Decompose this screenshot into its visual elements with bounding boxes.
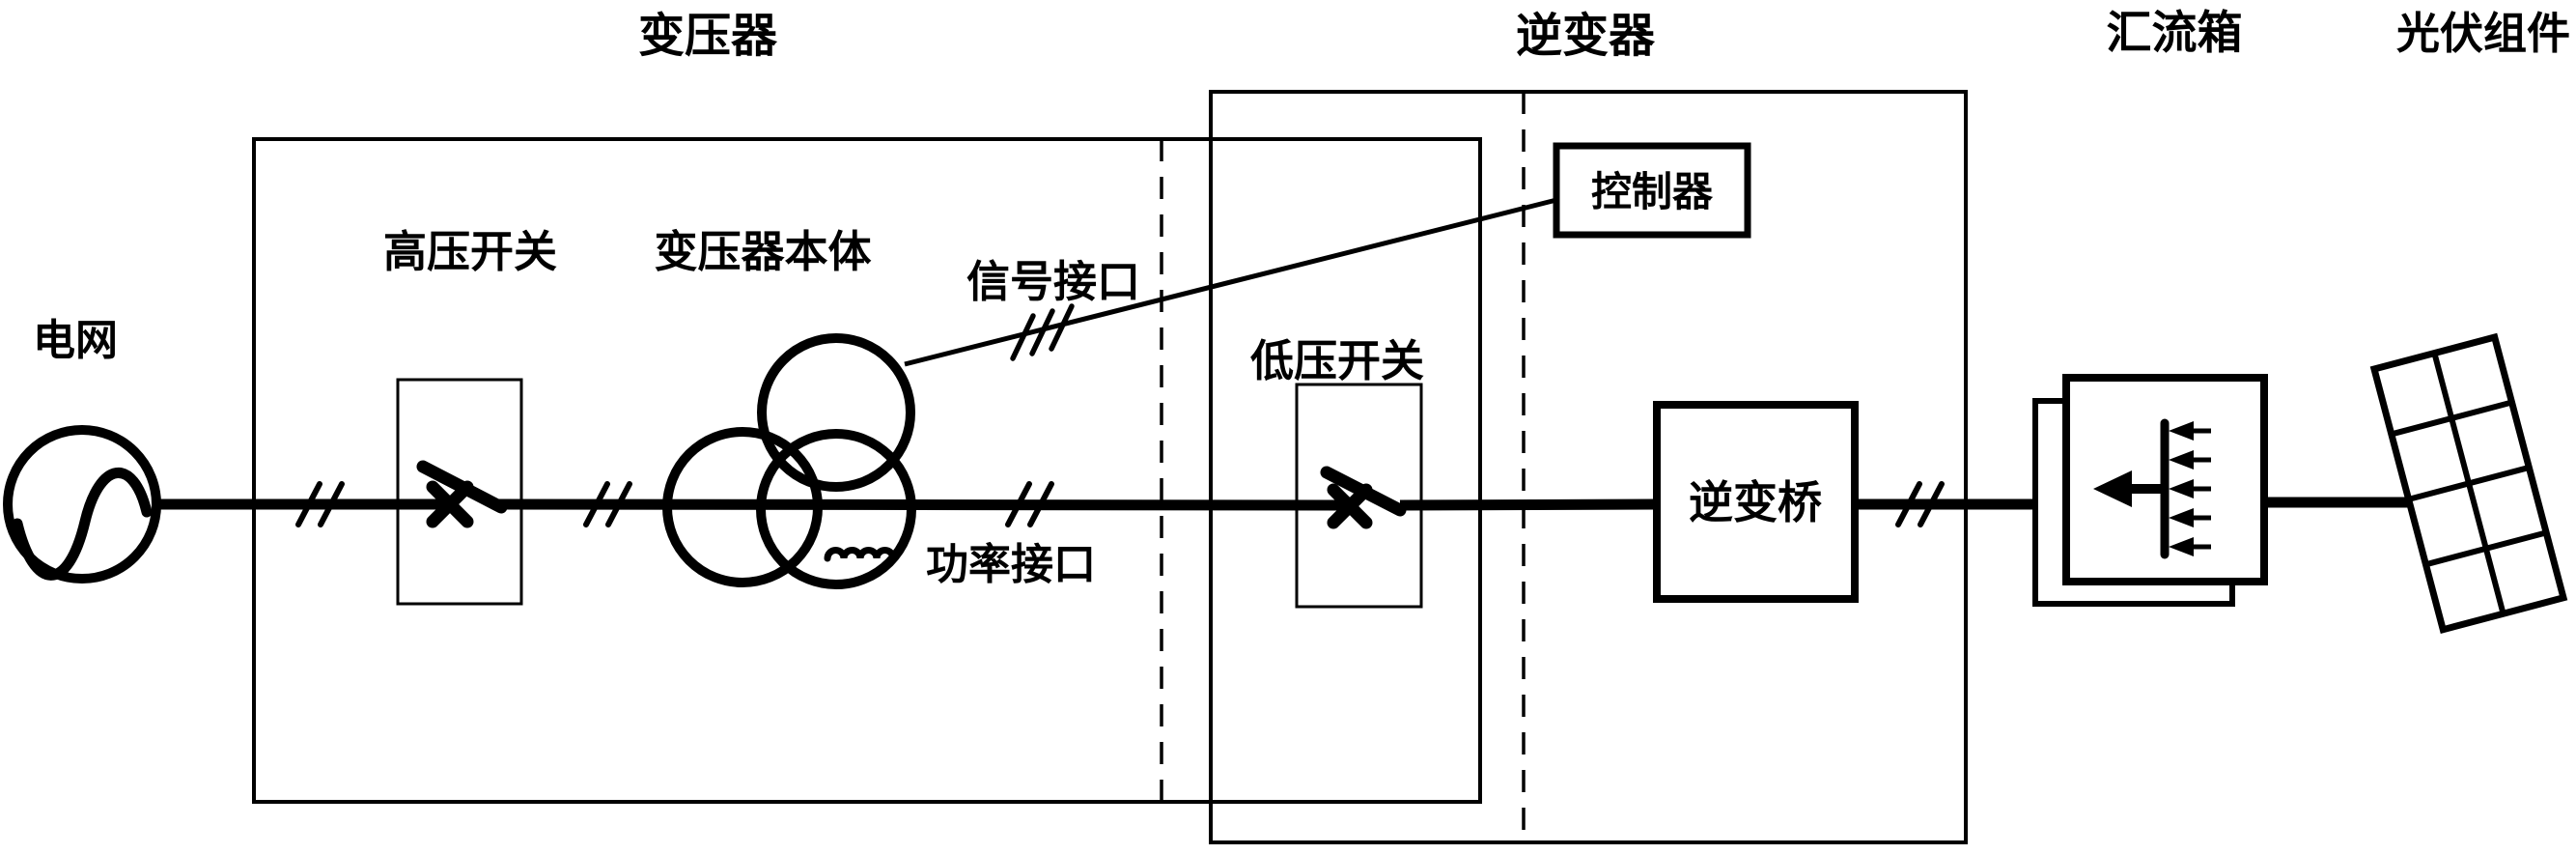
label-power-interface: 功率接口 bbox=[926, 540, 1096, 589]
signal-line-break-marks-icon bbox=[1010, 303, 1075, 361]
label-inverter-bridge: 逆变桥 bbox=[1689, 476, 1822, 528]
inverter-bridge-box bbox=[1653, 401, 1859, 603]
lv-switch-box bbox=[1295, 383, 1423, 609]
label-grid: 电网 bbox=[33, 316, 118, 365]
dc-output-arrow-icon bbox=[2093, 470, 2163, 507]
label-hv-switch: 高压开关 bbox=[383, 226, 557, 277]
lv-switch-symbol-icon bbox=[1320, 466, 1407, 529]
transformer-enclosure-box bbox=[252, 137, 1482, 804]
section-label-transformer: 变压器 bbox=[638, 9, 778, 63]
label-signal-interface: 信号接口 bbox=[966, 256, 1140, 307]
hv-switch-box bbox=[396, 378, 523, 606]
signal-line bbox=[904, 197, 1557, 367]
hv-switch-symbol-icon bbox=[416, 460, 508, 528]
string-input-arrows-icon bbox=[2169, 421, 2211, 556]
combiner-box-icon bbox=[2032, 374, 2268, 607]
label-lv-switch: 低压开关 bbox=[1250, 335, 1424, 386]
controller-box bbox=[1553, 142, 1751, 239]
section-label-combiner-box: 汇流箱 bbox=[2107, 7, 2243, 60]
section-label-inverter: 逆变器 bbox=[1516, 9, 1656, 63]
coil-icon bbox=[824, 547, 897, 562]
line-break-marks-icon bbox=[295, 481, 1945, 527]
sine-wave-icon bbox=[12, 468, 153, 581]
pv-module-icon bbox=[2369, 332, 2568, 635]
label-transformer-body: 变压器本体 bbox=[654, 226, 871, 277]
grid-source-icon bbox=[3, 425, 161, 584]
label-controller: 控制器 bbox=[1591, 168, 1714, 215]
inverter-enclosure-box bbox=[1209, 90, 1968, 844]
section-label-pv-module: 光伏组件 bbox=[2396, 8, 2570, 59]
main-power-line bbox=[157, 497, 2411, 511]
transformer-winding-circles bbox=[662, 333, 916, 589]
